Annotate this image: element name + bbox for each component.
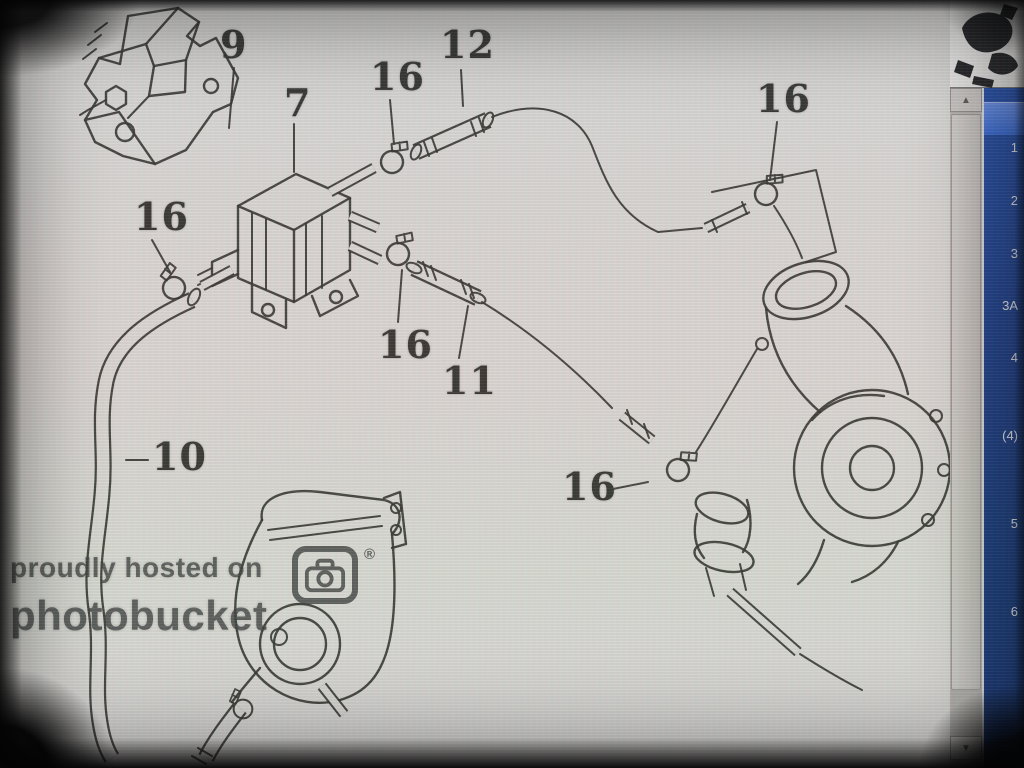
- parts-list-item-3[interactable]: 3: [1010, 246, 1018, 261]
- callout-16-right[interactable]: 16: [756, 76, 811, 121]
- hose-part-11-drawing: [405, 260, 613, 409]
- callout-7[interactable]: 7: [284, 80, 312, 125]
- watermark-brand: photobucket: [10, 592, 268, 639]
- hose-clamp-16-right: [750, 166, 787, 210]
- parts-list-item-3a[interactable]: 3A: [1002, 298, 1018, 313]
- watermark-text: proudly hosted on: [10, 552, 263, 583]
- up-arrow-icon: ▲: [961, 94, 971, 106]
- vacuum-pipe-right-drawing: [491, 107, 837, 263]
- hose-clamp-16-bottom: [661, 442, 701, 487]
- hose-part-12-drawing: [409, 111, 495, 161]
- callout-16-bottom[interactable]: 16: [562, 464, 617, 509]
- callout-16-mid[interactable]: 16: [378, 322, 433, 367]
- parts-list-item-1[interactable]: 1: [1010, 140, 1018, 155]
- registered-mark: ®: [364, 546, 376, 563]
- solenoid-valve-part-7-drawing: [197, 163, 383, 330]
- callout-10[interactable]: 10: [152, 434, 207, 479]
- diagram-area: 9 7 16 12 16 16 16 11 10 16 proudly host…: [0, 0, 952, 768]
- turbocharger-drawing: [695, 259, 952, 586]
- thumbnail-image: [954, 4, 1018, 88]
- check-valve-bottom-drawing: [693, 491, 863, 691]
- scroll-up-button[interactable]: ▲: [950, 88, 982, 112]
- callout-16-top[interactable]: 16: [370, 54, 425, 99]
- parts-list-item-4[interactable]: 4: [1010, 350, 1018, 365]
- hose-part-10-drawing: [85, 287, 202, 763]
- preview-thumbnail[interactable]: [950, 0, 1024, 88]
- bracket-part-9-drawing: [79, 6, 240, 166]
- callout-11[interactable]: 11: [442, 358, 497, 403]
- selected-row-highlight[interactable]: [984, 102, 1024, 135]
- vertical-scrollbar[interactable]: ▲ ▼: [950, 88, 982, 768]
- hose-clamp-16-mid: [383, 226, 416, 269]
- photobucket-watermark: proudly hosted on ® photobucket: [8, 546, 438, 650]
- parts-list-panel: 1 2 3 3A 4 (4) 5 6: [982, 88, 1024, 768]
- parts-list-item-5[interactable]: 5: [1010, 516, 1018, 531]
- callout-12[interactable]: 12: [440, 22, 495, 67]
- photobucket-logo-icon: [292, 546, 358, 604]
- scrollbar-thumb[interactable]: [951, 114, 981, 690]
- callout-16-left[interactable]: 16: [134, 194, 189, 239]
- camera-icon: [304, 558, 346, 593]
- down-arrow-icon: ▼: [961, 742, 971, 754]
- parts-list-item-4p[interactable]: (4): [1002, 428, 1018, 443]
- callout-9[interactable]: 9: [220, 22, 248, 67]
- scroll-down-button[interactable]: ▼: [950, 736, 982, 760]
- parts-list-item-6[interactable]: 6: [1010, 604, 1018, 619]
- parts-list-item-2[interactable]: 2: [1010, 193, 1018, 208]
- connector-pipe-bottom-drawing: [618, 409, 656, 445]
